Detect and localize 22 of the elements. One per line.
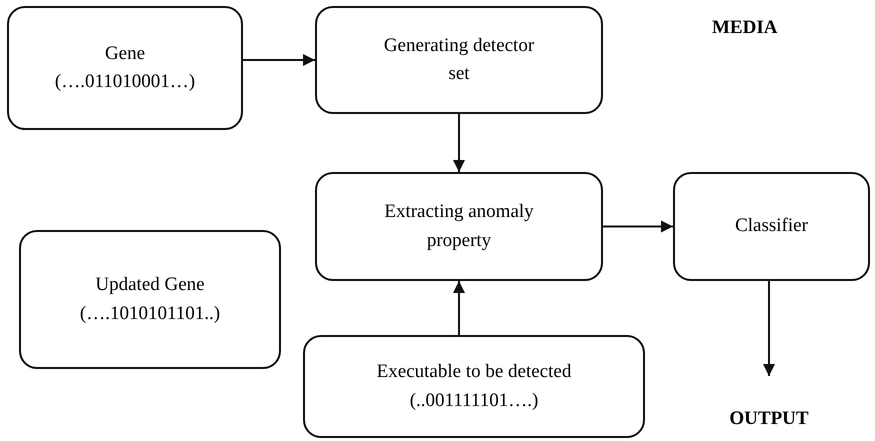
box-text: Updated Gene: [95, 273, 205, 297]
arrow: [453, 114, 465, 172]
process-box: [19, 230, 281, 369]
process-box: [315, 172, 603, 281]
process-box: [7, 6, 243, 130]
process-box: [315, 6, 603, 114]
box-text: Gene: [104, 42, 146, 66]
box-text: Executable to be detected: [376, 360, 572, 384]
box-text: (….011010001…): [54, 70, 196, 94]
arrow: [243, 54, 315, 66]
section-label: MEDIA: [712, 16, 778, 40]
process-box: [673, 172, 870, 281]
box-text: Generating detector set: [382, 34, 536, 86]
arrow: [603, 220, 673, 232]
arrow: [763, 281, 775, 376]
process-box: [303, 335, 645, 438]
box-text: Classifier: [735, 214, 808, 238]
box-text: (..001111101….): [410, 388, 538, 412]
box-text: Extracting anomaly property: [383, 200, 535, 252]
box-text: (….1010101101..): [80, 302, 220, 326]
arrow: [453, 281, 465, 335]
output-label: OUTPUT: [714, 404, 824, 434]
